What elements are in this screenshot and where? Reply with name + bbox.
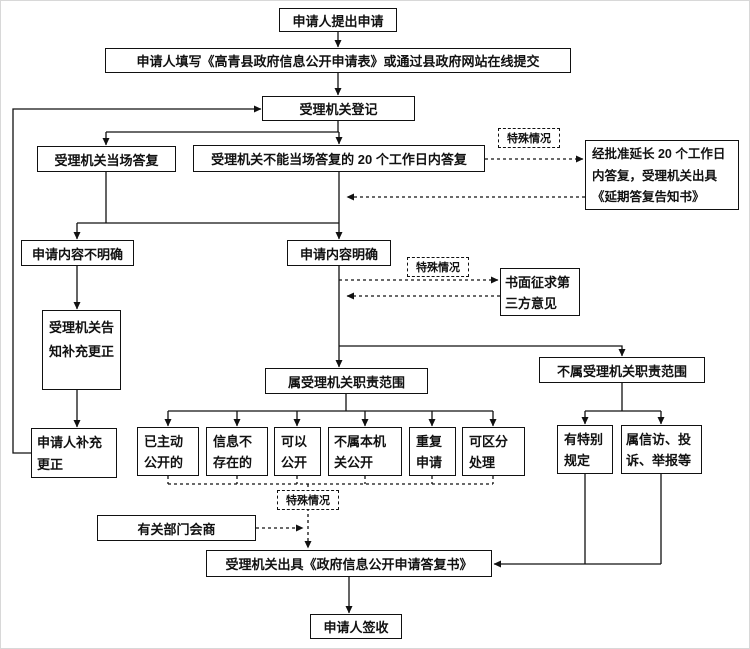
- node-department-consultation: 有关部门会商: [97, 515, 256, 541]
- node-applicant-supplement: 申请人补充更正: [31, 428, 117, 478]
- node-applicant-sign: 申请人签收: [310, 614, 402, 639]
- node-outside-scope: 不属受理机关职责范围: [539, 357, 705, 383]
- node-notify-supplement: 受理机关告知补充更正: [42, 310, 121, 390]
- node-already-public: 已主动公开的: [137, 427, 199, 476]
- node-fill-application-form: 申请人填写《高青县政府信息公开申请表》或通过县政府网站在线提交: [105, 48, 571, 73]
- node-onsite-reply: 受理机关当场答复: [37, 146, 176, 172]
- node-not-this-agency: 不属本机关公开: [328, 427, 402, 476]
- node-petition-complaint: 属信访、投诉、举报等: [621, 425, 702, 474]
- node-within-scope: 属受理机关职责范围: [265, 368, 428, 394]
- node-registration: 受理机关登记: [262, 96, 415, 121]
- node-applicant-submit: 申请人提出申请: [279, 8, 397, 32]
- label-special-case-3: 特殊情况: [277, 490, 339, 510]
- node-can-disclose: 可以公开: [274, 427, 321, 476]
- node-content-clear: 申请内容明确: [287, 240, 391, 266]
- label-special-case-1: 特殊情况: [498, 128, 560, 148]
- label-special-case-2: 特殊情况: [407, 257, 469, 277]
- node-special-provisions: 有特别规定: [557, 425, 613, 474]
- node-repeat-application: 重复申请: [409, 427, 456, 476]
- node-issue-reply-document: 受理机关出具《政府信息公开申请答复书》: [206, 550, 492, 577]
- node-content-unclear: 申请内容不明确: [21, 240, 134, 266]
- node-consult-third-party: 书面征求第三方意见: [500, 268, 580, 316]
- node-reply-within-20-days: 受理机关不能当场答复的 20 个工作日内答复: [193, 145, 485, 172]
- node-separable-handling: 可区分处理: [462, 427, 525, 476]
- node-info-not-exist: 信息不存在的: [206, 427, 268, 476]
- node-extension-notice: 经批准延长 20 个工作日内答复，受理机关出具《延期答复告知书》: [585, 140, 739, 210]
